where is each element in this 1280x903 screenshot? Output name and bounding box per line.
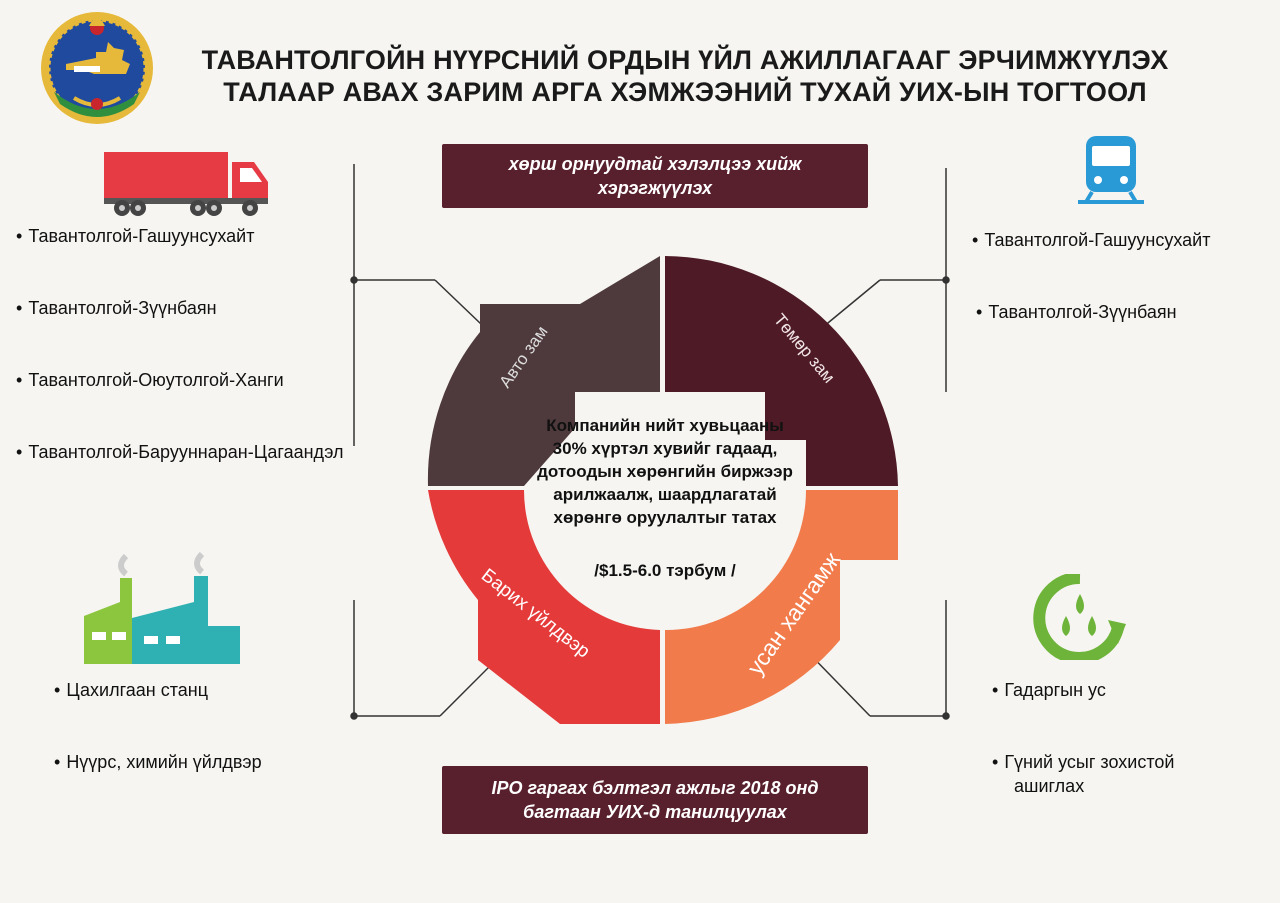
segment-road[interactable] bbox=[427, 256, 660, 486]
center-line-4: арилжаалж, шаардлагатай bbox=[553, 485, 777, 504]
list-item: Нүүрс, химийн үйлдвэр bbox=[54, 752, 261, 773]
list-item: Тавантолгой-Оюутолгой-Ханги bbox=[16, 370, 283, 391]
banner-bottom: IPO гаргах бэлтгэл ажлыг 2018 онд багтаа… bbox=[442, 766, 868, 834]
center-line-3: дотоодын хөрөнгийн биржээр bbox=[537, 462, 793, 481]
list-item: Цахилгаан станц bbox=[54, 680, 208, 701]
center-text: Компанийн нийт хувьцааны 30% хүртэл хуви… bbox=[505, 414, 825, 529]
list-item: Тавантолгой-Гашуунсухайт bbox=[972, 230, 1210, 251]
list-item-continuation: ашиглах bbox=[1014, 776, 1085, 796]
center-line-5: хөрөнгө оруулалтыг татах bbox=[553, 508, 777, 527]
title-line-1: ТАВАНТОЛГОЙН НҮҮРСНИЙ ОРДЫН ҮЙЛ АЖИЛЛАГА… bbox=[201, 45, 1169, 75]
state-emblem-icon bbox=[41, 12, 153, 124]
list-item: Тавантолгой-Зүүнбаян bbox=[16, 298, 216, 319]
segment-rail[interactable] bbox=[665, 256, 898, 486]
factory-icon bbox=[84, 552, 240, 664]
banner-top-line-1: хөрш орнуудтай хэлэлцээ хийж bbox=[508, 154, 802, 174]
center-line-1: Компанийн нийт хувьцааны bbox=[546, 416, 784, 435]
train-icon bbox=[1078, 136, 1144, 204]
list-item: Тавантолгой-Гашуунсухайт bbox=[16, 226, 254, 247]
banner-bottom-line-2: багтаан УИХ-д танилцуулах bbox=[523, 802, 787, 822]
banner-top-line-2: хэрэгжүүлэх bbox=[598, 178, 712, 198]
list-item: Тавантолгой-Барууннаран-Цагаандэл bbox=[16, 442, 343, 463]
center-amount: /$1.5-6.0 тэрбум / bbox=[594, 561, 736, 580]
water-recycle-icon bbox=[1033, 574, 1126, 660]
truck-icon bbox=[104, 152, 268, 216]
title-line-2: ТАЛААР АВАХ ЗАРИМ АРГА ХЭМЖЭЭНИЙ ТУХАЙ У… bbox=[223, 77, 1147, 107]
banner-top: хөрш орнуудтай хэлэлцээ хийж хэрэгжүүлэх bbox=[442, 144, 868, 208]
segment-industry[interactable] bbox=[428, 490, 660, 724]
list-item: Гүний усыг зохистой bbox=[992, 752, 1174, 773]
segment-water[interactable] bbox=[665, 490, 898, 724]
banner-bottom-line-1: IPO гаргах бэлтгэл ажлыг 2018 онд bbox=[491, 778, 819, 798]
list-item: Тавантолгой-Зүүнбаян bbox=[976, 302, 1176, 323]
page-title: ТАВАНТОЛГОЙН НҮҮРСНИЙ ОРДЫН ҮЙЛ АЖИЛЛАГА… bbox=[180, 44, 1190, 108]
center-line-2: 30% хүртэл хувийг гадаад, bbox=[552, 439, 778, 458]
list-item: Гадаргын ус bbox=[992, 680, 1106, 701]
